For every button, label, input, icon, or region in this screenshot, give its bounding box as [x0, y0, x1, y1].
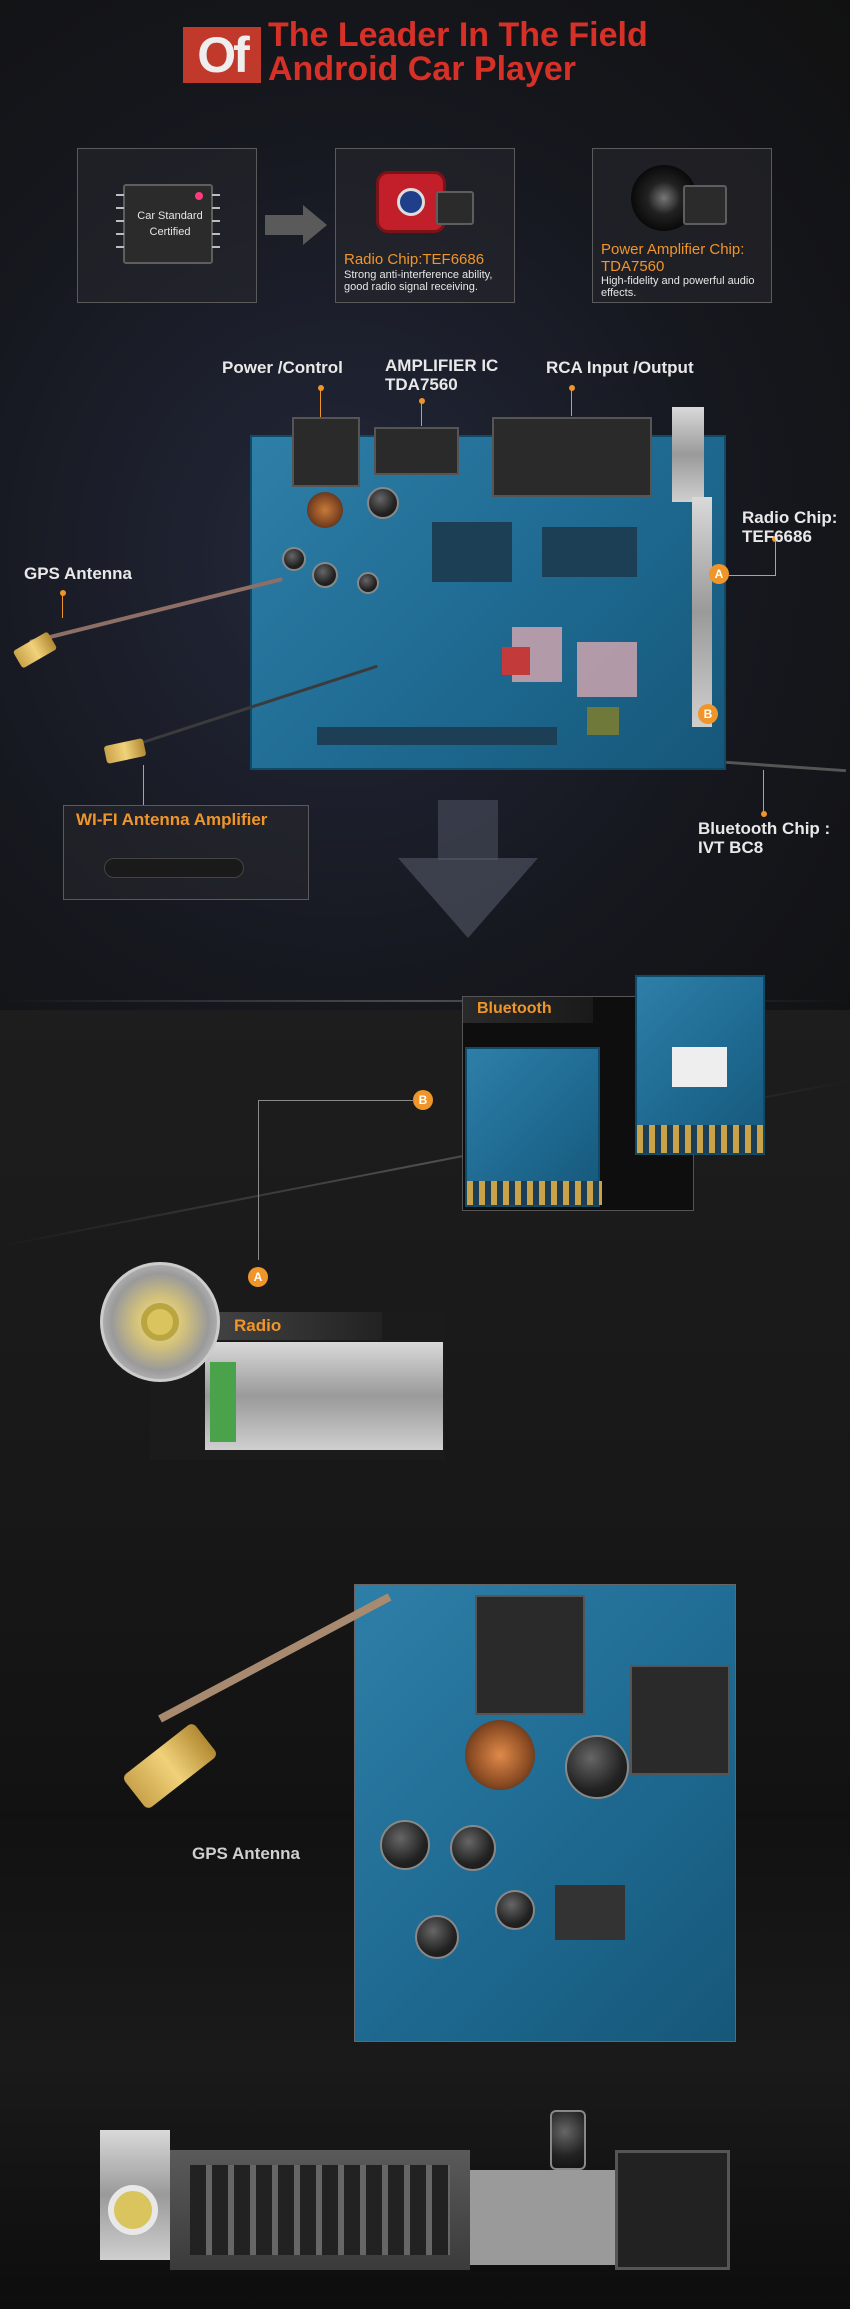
feature-car-standard: Car Standard Certified — [77, 148, 257, 303]
chip-icon — [683, 185, 727, 225]
feature-power-amplifier: Power Amplifier Chip: TDA7560 High-fidel… — [592, 148, 772, 303]
main-circuit-board — [250, 407, 726, 770]
gps-closeup-photo — [354, 1584, 736, 2042]
radio-tag: Radio — [234, 1316, 282, 1335]
label-bluetooth-chip: Bluetooth Chip : IVT BC8 — [698, 819, 831, 857]
rca-connector — [492, 417, 652, 497]
bluetooth-board — [635, 975, 765, 1155]
label-power-control: Power /Control — [222, 358, 343, 377]
radio-connector-zoom — [100, 1262, 220, 1382]
marker-b: B — [698, 704, 718, 724]
page-title: The Leader In The Field Android Car Play… — [268, 16, 648, 88]
brand-logo: Of — [183, 27, 261, 83]
marker-a: A — [709, 564, 729, 584]
power-connector — [292, 417, 360, 487]
label-gps-antenna: GPS Antenna — [24, 564, 132, 583]
chip-icon: Car Standard Certified — [123, 184, 213, 264]
feature-radio-chip: Radio Chip:TEF6686 Strong anti-interfere… — [335, 148, 515, 303]
radio-tuner-shield — [672, 407, 704, 502]
marker-a-detail: A — [248, 1267, 268, 1287]
arrow-down-icon — [398, 858, 538, 938]
inductor — [307, 492, 343, 528]
wifi-antenna — [104, 858, 244, 878]
connector-strip-photo — [70, 2110, 750, 2280]
label-amplifier-ic: AMPLIFIER IC TDA7560 — [385, 356, 499, 394]
label-radio-chip: Radio Chip: TEF6686 — [742, 508, 838, 546]
label-rca: RCA Input /Output — [546, 358, 694, 377]
amplifier-ic — [374, 427, 459, 475]
bluetooth-tag: Bluetooth — [477, 1000, 552, 1017]
chip-icon — [436, 191, 474, 225]
wifi-antenna-box: WI-FI Antenna Amplifier — [63, 805, 309, 900]
arrow-right-icon — [265, 215, 305, 235]
marker-b-detail: B — [413, 1090, 433, 1110]
divider-line — [0, 1000, 850, 1002]
label-gps-antenna-closeup: GPS Antenna — [192, 1844, 300, 1863]
